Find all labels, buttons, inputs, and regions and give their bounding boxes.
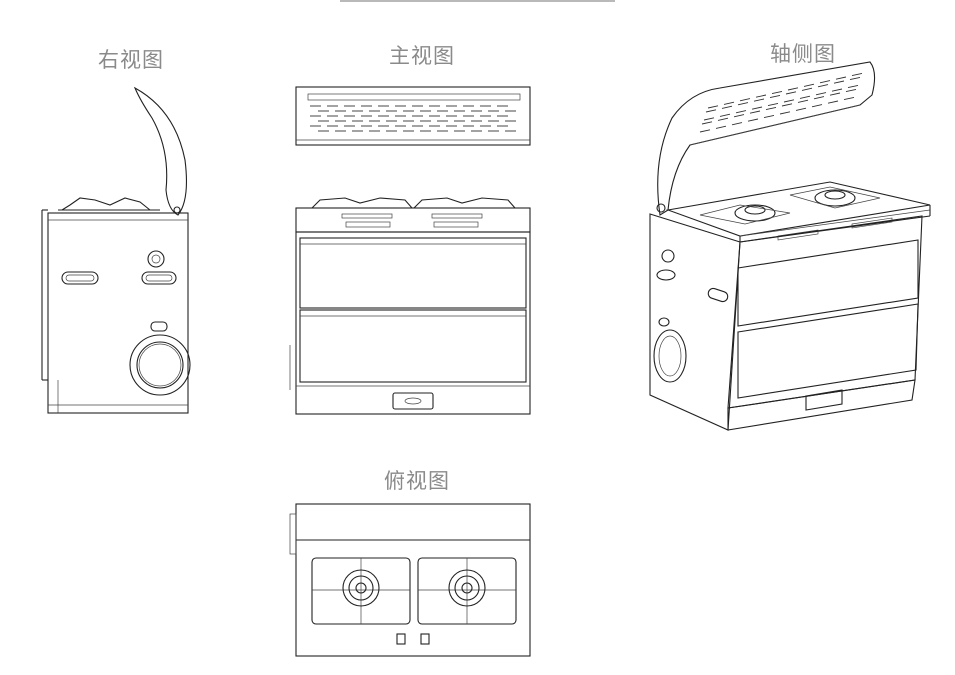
iso-view-lower-drawer — [737, 303, 919, 399]
iso-view-vent — [707, 287, 729, 303]
vent-slot — [829, 92, 841, 96]
iso-view-title: 轴侧图 — [770, 42, 836, 66]
right-view-badge — [150, 321, 168, 332]
vent-slot — [849, 76, 861, 81]
iso-view-toe-panel — [805, 389, 843, 411]
vent-slot — [751, 106, 763, 110]
iso-view-round-port — [653, 329, 687, 383]
right-view-round-port — [129, 334, 191, 396]
front-view-cooktop — [295, 207, 531, 233]
right-view-burner — [61, 197, 151, 211]
vent-slot — [799, 95, 811, 99]
vent-slot — [815, 92, 827, 96]
top-view-outline — [295, 503, 531, 657]
top-view-burner-right — [448, 569, 486, 607]
vent-slot — [765, 106, 777, 111]
iso-view-vent-slots — [699, 72, 863, 133]
vent-slot — [723, 101, 735, 105]
right-view-hood — [133, 86, 187, 216]
iso-view-knob — [661, 249, 675, 263]
vent-slot — [703, 117, 715, 121]
vent-slot — [733, 114, 745, 118]
vent-slot — [835, 76, 847, 80]
vent-slot — [721, 105, 733, 109]
vent-slot — [769, 94, 781, 99]
front-view-toe-panel — [392, 392, 434, 410]
front-view-title: 主视图 — [389, 44, 455, 68]
vent-slot — [831, 88, 843, 92]
vent-slot — [755, 94, 767, 98]
iso-view-left-side — [649, 213, 741, 431]
vent-slot — [781, 103, 793, 107]
front-view-burner-right — [413, 197, 516, 209]
vent-slot — [817, 84, 829, 88]
vent-slot — [739, 98, 751, 102]
vent-slot — [717, 117, 729, 121]
front-view-burner-left — [311, 197, 413, 209]
vent-slot — [767, 102, 779, 107]
front-view-upper-drawer — [299, 237, 527, 309]
top-view-knob-right — [420, 633, 430, 645]
vent-slot — [707, 105, 719, 109]
vent-slot — [827, 100, 839, 104]
vent-slot — [753, 98, 765, 102]
vent-slot — [701, 121, 713, 125]
right-view-drawing — [41, 86, 191, 414]
vent-slot — [843, 96, 855, 101]
vent-slot — [851, 72, 863, 77]
vent-slot — [795, 107, 807, 111]
top-view-knob-left — [396, 633, 406, 645]
vent-slot — [705, 109, 717, 113]
vent-slot — [735, 110, 747, 114]
vent-slot — [787, 87, 799, 91]
vent-slot — [783, 99, 795, 103]
right-view-body — [47, 212, 189, 414]
iso-view-hood — [657, 61, 876, 216]
vent-slot — [747, 118, 759, 122]
vent-slot — [763, 114, 775, 119]
vent-slot — [813, 96, 825, 100]
vent-slot — [811, 104, 823, 108]
front-view-drawing — [289, 86, 531, 415]
front-view-lower-drawer — [299, 309, 527, 383]
front-view-body — [295, 231, 531, 415]
front-view-vent-slots — [310, 105, 516, 132]
vent-slot — [771, 90, 783, 95]
vent-slot — [719, 113, 731, 117]
vent-slot — [785, 91, 797, 95]
iso-view-burner-right — [814, 189, 856, 207]
top-view-title: 俯视图 — [384, 469, 450, 493]
vent-slot — [715, 125, 727, 129]
vent-slot — [731, 122, 743, 126]
vent-slot — [803, 83, 815, 87]
front-view-backsplash — [295, 86, 531, 146]
vent-slot — [801, 87, 813, 91]
vent-slot — [819, 80, 831, 84]
iso-view-drawing — [649, 61, 931, 431]
iso-view-upper-drawer — [737, 239, 919, 327]
vent-slot — [779, 111, 791, 115]
top-view-burner-left — [342, 569, 380, 607]
vent-slot — [797, 99, 809, 103]
vent-slot — [737, 102, 749, 106]
top-view-drawing — [289, 503, 531, 657]
right-view-title: 右视图 — [98, 48, 164, 72]
iso-view-burner-left — [734, 204, 776, 222]
vent-slot — [699, 129, 711, 133]
vent-slot — [847, 84, 859, 89]
vent-slot — [845, 88, 857, 93]
vent-slot — [749, 110, 761, 114]
right-view-knob — [147, 250, 165, 268]
right-view-vent-left — [61, 271, 99, 285]
right-view-vent-right — [141, 271, 177, 285]
vent-slot — [833, 80, 845, 84]
